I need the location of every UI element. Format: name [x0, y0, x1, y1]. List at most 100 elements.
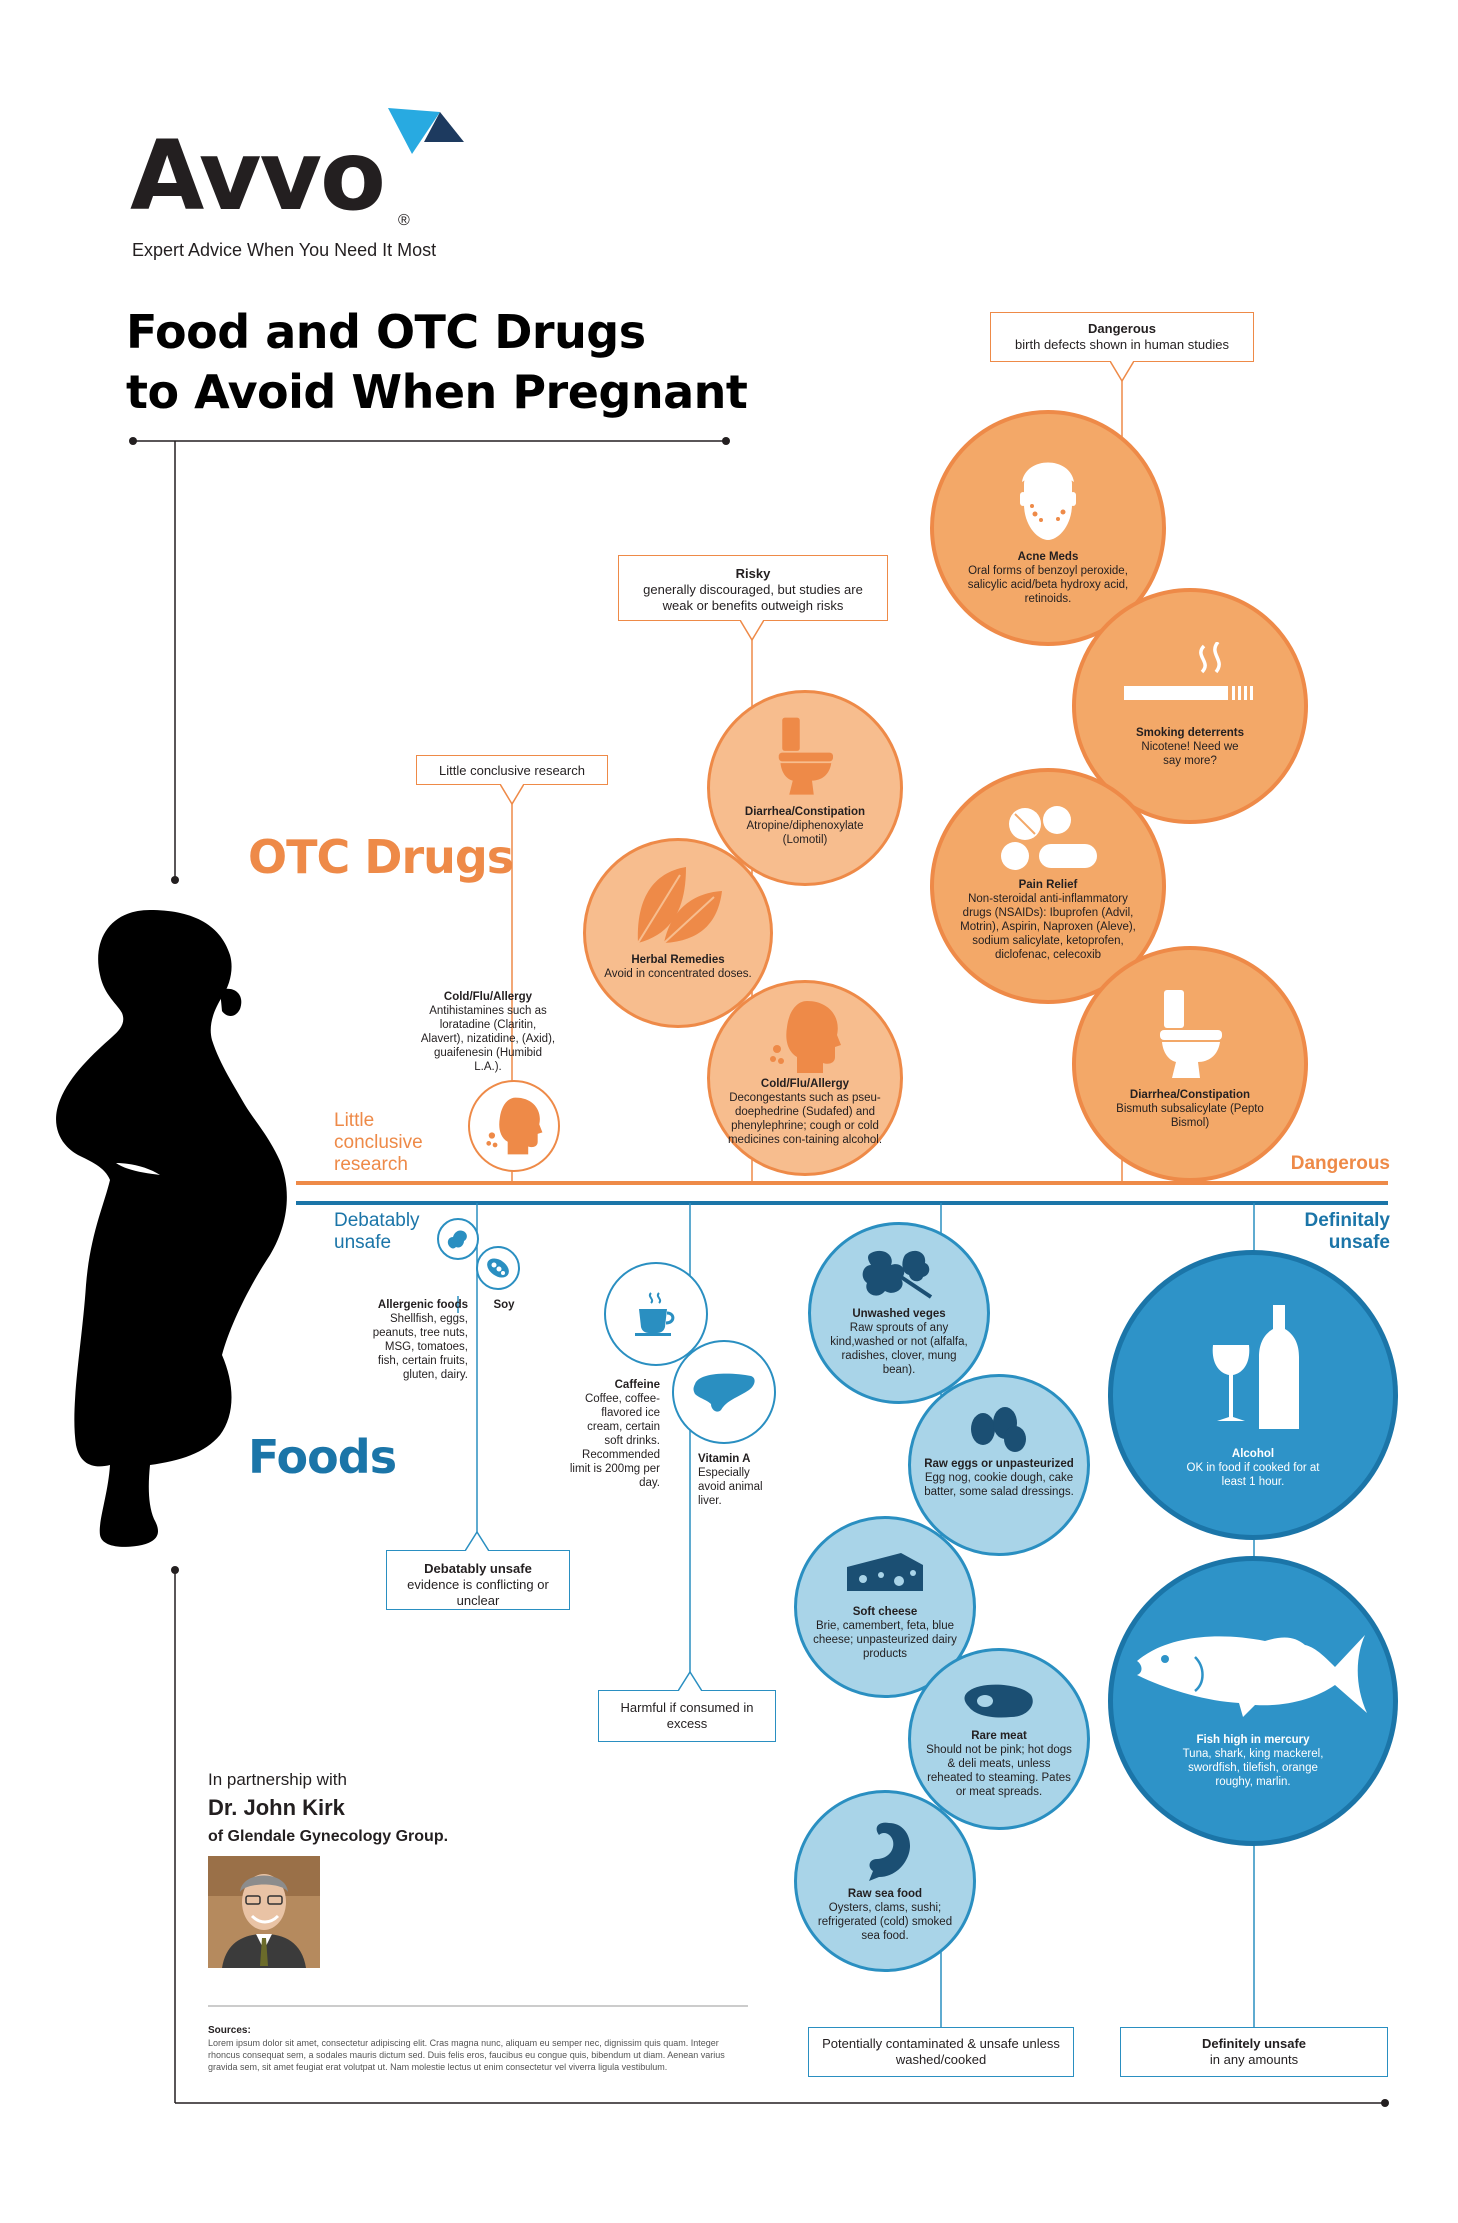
callout-contaminated-text: Potentially contaminated & unsafe unless…	[822, 2036, 1060, 2067]
logo-tagline: Expert Advice When You Need It Most	[132, 240, 437, 260]
callout-definitely-unsafe: Definitely unsafe in any amounts	[1120, 2027, 1388, 2077]
callout-excess-text: Harmful if consumed in excess	[620, 1700, 754, 1731]
callout-pointer	[740, 620, 764, 642]
otc-title: Cold/Flu/Allergy	[443, 991, 533, 1003]
sources-text: Lorem ipsum dolor sit amet, consectetur …	[208, 2038, 725, 2072]
callout-debatable-text: evidence is conflicting or unclear	[407, 1577, 549, 1608]
title-line-1: Food and OTC Drugs	[126, 305, 646, 359]
food-desc: OK in food if cooked for at least 1 hour…	[1186, 1462, 1320, 1488]
pregnant-woman-silhouette	[56, 910, 287, 1547]
section-title-otc-drugs: OTC Drugs	[248, 830, 514, 884]
callout-potentially-contaminated: Potentially contaminated & unsafe unless…	[808, 2027, 1074, 2077]
sneeze-icon	[486, 1097, 543, 1155]
otc-title: Smoking deterrents	[1136, 727, 1244, 739]
food-desc: Brie, camembert, feta, blue cheese; unpa…	[813, 1620, 957, 1660]
toilet-icon	[778, 717, 833, 795]
callout-little-text: Little conclusive research	[439, 763, 585, 778]
food-title: Caffeine	[614, 1379, 660, 1391]
callout-dangerous-heading: Dangerous	[1088, 321, 1156, 336]
food-desc: Should not be pink; hot dogs & deli meat…	[926, 1744, 1072, 1798]
otc-circle-cold-flu-little[interactable]	[468, 1080, 560, 1172]
steak-icon	[964, 1684, 1033, 1718]
tier-label-debatably-unsafe: Debatably unsafe	[334, 1210, 420, 1253]
otc-title: Cold/Flu/Allergy	[760, 1078, 850, 1090]
soy-icon	[487, 1258, 509, 1278]
shrimp-icon	[869, 1822, 911, 1881]
pills-icon	[1001, 806, 1097, 870]
food-circle-vitamin-a[interactable]	[672, 1340, 776, 1444]
coffee-icon	[635, 1292, 675, 1336]
eggs-icon	[971, 1407, 1026, 1452]
title-line-2: to Avoid When Pregnant	[126, 365, 748, 419]
callout-debatable-heading: Debatably unsafe	[424, 1561, 532, 1576]
tier-label-dangerous: Dangerous	[1290, 1153, 1390, 1174]
cigarette-icon	[1124, 642, 1253, 700]
otc-title: Acne Meds	[1017, 551, 1079, 563]
logo-wordmark: Avvo	[130, 120, 386, 232]
callout-debatably-unsafe: Debatably unsafe evidence is conflicting…	[386, 1550, 570, 1610]
face-acne-icon	[1020, 462, 1076, 540]
callout-risky-text: generally discouraged, but studies are w…	[643, 582, 863, 613]
partner-intro: In partnership with	[208, 1770, 347, 1789]
kite-icon	[388, 108, 464, 154]
callout-dangerous-text: birth defects shown in human studies	[1015, 337, 1229, 352]
sneeze-icon	[770, 1001, 841, 1073]
food-title: Raw sea food	[847, 1888, 923, 1900]
registered-mark: ®	[398, 212, 410, 229]
otc-title: Herbal Remedies	[631, 954, 725, 966]
toilet-icon	[1160, 990, 1222, 1078]
fish-icon	[1137, 1635, 1367, 1717]
callout-pointer	[678, 1671, 702, 1691]
callout-pointer	[465, 1531, 489, 1551]
food-title: Soy	[493, 1299, 515, 1311]
otc-desc: Atropine/diphenoxylate (Lomotil)	[746, 820, 864, 846]
food-desc: Especially avoid animal liver.	[698, 1467, 763, 1507]
callout-risky-heading: Risky	[735, 566, 771, 581]
page-title: Food and OTC Drugs to Avoid When Pregnan…	[126, 302, 748, 422]
food-desc: Raw sprouts of any kind,washed or not (a…	[830, 1322, 968, 1376]
food-desc: Shellfish, eggs, peanuts, tree nuts, MSG…	[372, 1313, 468, 1381]
callout-dangerous: Dangerous birth defects shown in human s…	[990, 312, 1254, 362]
food-desc: Oysters, clams, sushi; refrigerated (col…	[817, 1902, 953, 1942]
tier-label-definitely-unsafe: Definitaly unsafe	[1304, 1210, 1390, 1253]
peanut-icon	[447, 1230, 467, 1249]
otc-desc: Bismuth subsalicylate (Pepto Bismol)	[1116, 1103, 1264, 1129]
food-title: Vitamin A	[698, 1453, 751, 1465]
sources-heading: Sources:	[208, 2025, 251, 2036]
food-desc: Tuna, shark, king mackerel, swordfish, t…	[1182, 1748, 1324, 1788]
food-side-text-vitamin-a: Vitamin A Especially avoid animal liver.	[698, 1452, 778, 1508]
partner-name: Dr. John Kirk	[208, 1795, 345, 1820]
tier-label-little-research: Little conclusive research	[334, 1110, 423, 1175]
food-title: Fish high in mercury	[1196, 1734, 1310, 1746]
doctor-photo	[208, 1856, 320, 1968]
food-circle-allergenic[interactable]	[437, 1218, 479, 1260]
otc-desc: Oral forms of benzoyl peroxide, salicyli…	[967, 565, 1129, 605]
callout-pointer	[1110, 361, 1134, 383]
otc-desc: Non-steroidal anti-inflammatory drugs (N…	[960, 893, 1136, 961]
food-desc: Egg nog, cookie dough, cake batter, some…	[924, 1472, 1074, 1498]
otc-desc: Decongestants such as pseu-doephedrine (…	[727, 1092, 883, 1146]
otc-desc: Avoid in concentrated doses.	[604, 968, 752, 980]
leaf-icon	[637, 867, 722, 944]
food-title: Soft cheese	[852, 1606, 918, 1618]
food-circle-soy[interactable]	[476, 1246, 520, 1290]
food-circle-caffeine[interactable]	[604, 1262, 708, 1366]
callout-risky: Risky generally discouraged, but studies…	[618, 555, 888, 621]
callout-pointer	[500, 784, 524, 806]
wine-icon	[1212, 1305, 1299, 1429]
